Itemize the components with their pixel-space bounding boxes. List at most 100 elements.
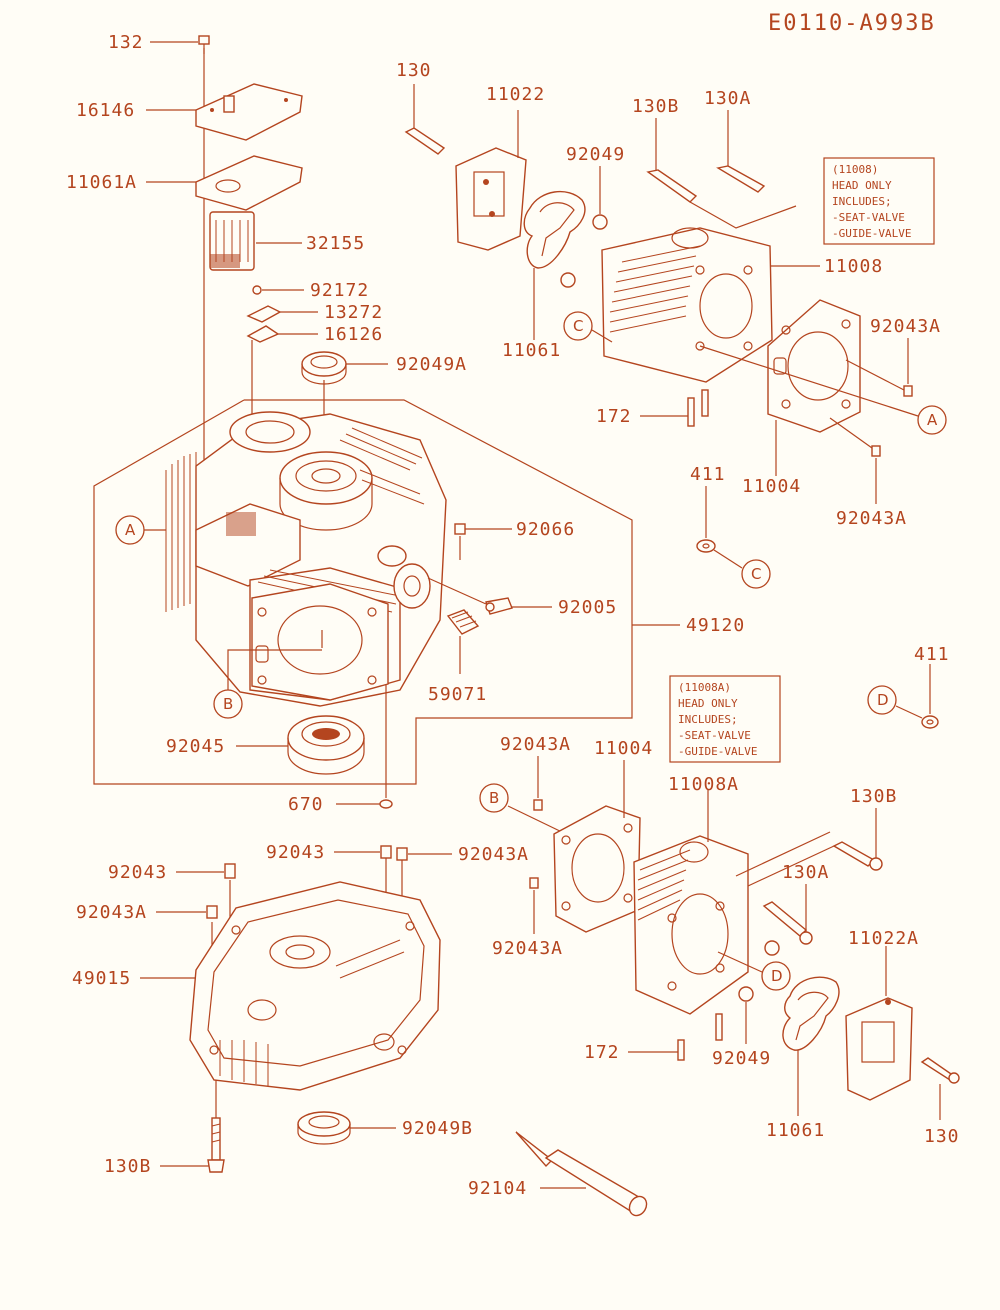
cylinder-head-11008A — [633, 790, 831, 1015]
svg-text:A: A — [927, 411, 938, 429]
label-92043A-mid2: 92043A — [458, 844, 529, 865]
cylinder-fins-top — [339, 427, 425, 505]
label-49120: 49120 — [686, 615, 745, 636]
cylinder-head-11008 — [601, 227, 820, 383]
label-92043A-r2: 92043A — [836, 508, 907, 529]
head-gasket-11004-mid — [553, 760, 641, 933]
cap-92049-top — [560, 166, 608, 288]
breather-plate-32155 — [209, 211, 255, 271]
callout-C-bottom: C — [713, 549, 771, 589]
callout-D-bot: D — [717, 951, 791, 991]
screw-92172 — [252, 285, 262, 295]
label-11008A: 11008A — [668, 774, 739, 795]
label-92043-mid: 92043 — [266, 842, 325, 863]
bolt-130B-left — [207, 1080, 225, 1173]
label-16146: 16146 — [76, 100, 135, 121]
label-411-top: 411 — [690, 464, 726, 485]
label-172-bot: 172 — [584, 1042, 620, 1063]
svg-text:-GUIDE-VALVE: -GUIDE-VALVE — [678, 745, 757, 758]
dowels-172-bot — [628, 1013, 723, 1061]
callout-A-right: A — [699, 345, 947, 435]
cylinder-fins-left — [165, 452, 197, 612]
callout-B-left: B — [213, 649, 322, 719]
washer-411-top — [696, 486, 716, 553]
gasket-11061A — [195, 155, 303, 211]
label-11061-bot: 11061 — [766, 1120, 825, 1141]
label-130-top: 130 — [396, 60, 432, 81]
head-fins-11008 — [609, 245, 701, 333]
head-fins-11008A — [637, 849, 691, 921]
label-92049-bot: 92049 — [712, 1048, 771, 1069]
label-59071: 59071 — [428, 684, 487, 705]
label-11061-top: 11061 — [502, 340, 561, 361]
callout-C-top: C — [563, 311, 613, 343]
dowels-92043-bot-left — [206, 845, 408, 919]
label-172-top: 172 — [596, 406, 632, 427]
dowel-92043A-mid — [529, 756, 543, 934]
label-130A-top: 130A — [704, 88, 751, 109]
rocker-cover-11022 — [455, 110, 527, 251]
gasket-11061-top — [523, 190, 586, 340]
label-16126: 16126 — [324, 324, 383, 345]
bolt-132 — [198, 35, 210, 54]
label-92045: 92045 — [166, 736, 225, 757]
note-box-11008: (11008) HEAD ONLY INCLUDES; -SEAT-VALVE … — [823, 157, 935, 245]
label-132: 132 — [108, 32, 144, 53]
label-11004-top: 11004 — [742, 476, 801, 497]
cover-ribs — [219, 939, 405, 1086]
crankcase-49120 — [165, 411, 447, 707]
label-92043A-left: 92043A — [76, 902, 147, 923]
label-130B-top: 130B — [632, 96, 679, 117]
svg-text:C: C — [573, 317, 583, 335]
gasket-11061-bot — [782, 976, 840, 1116]
label-11061A: 11061A — [66, 172, 137, 193]
svg-text:A: A — [125, 521, 136, 539]
bolt-130B-bot — [747, 808, 883, 887]
bolt-130-bot — [920, 1057, 960, 1120]
label-11022A: 11022A — [848, 928, 919, 949]
bolt-130A-bot — [762, 884, 813, 945]
svg-text:INCLUDES;: INCLUDES; — [832, 195, 892, 208]
bearing-92045 — [236, 715, 365, 775]
sealant-tube-92104 — [515, 1131, 648, 1217]
svg-text:B: B — [223, 695, 233, 713]
diagram-code: E0110-A993B — [768, 11, 936, 36]
label-11008: 11008 — [824, 256, 883, 277]
label-11022: 11022 — [486, 84, 545, 105]
washer-670 — [336, 684, 393, 809]
svg-text:B: B — [489, 789, 499, 807]
svg-text:INCLUDES;: INCLUDES; — [678, 713, 738, 726]
label-92066: 92066 — [516, 519, 575, 540]
svg-text:D: D — [771, 967, 783, 985]
note-box-11008A: (11008A) HEAD ONLY INCLUDES; -SEAT-VALVE… — [669, 675, 781, 763]
callout-D-right: D — [867, 685, 923, 719]
svg-text:(11008A): (11008A) — [678, 681, 731, 694]
label-130-bot: 130 — [924, 1126, 960, 1147]
oil-seal-92049A — [301, 351, 347, 385]
svg-text:HEAD ONLY: HEAD ONLY — [832, 179, 892, 192]
label-92043A-bot: 92043A — [492, 938, 563, 959]
svg-text:(11008): (11008) — [832, 163, 878, 176]
rocker-cover-11022A — [845, 946, 913, 1101]
label-92104: 92104 — [468, 1178, 527, 1199]
label-92005: 92005 — [558, 597, 617, 618]
crankcase-frame — [93, 399, 680, 785]
dowel-172-top — [640, 389, 709, 427]
label-32155: 32155 — [306, 233, 365, 254]
plug-92066 — [454, 523, 512, 560]
label-13272: 13272 — [324, 302, 383, 323]
callout-B-right: B — [479, 783, 567, 835]
svg-text:HEAD ONLY: HEAD ONLY — [678, 697, 738, 710]
seal-92049B — [297, 1111, 351, 1145]
fitting-92005 — [427, 577, 552, 615]
label-92043A-r1: 92043A — [870, 316, 941, 337]
washer-411-right — [921, 664, 939, 729]
label-411-right: 411 — [914, 644, 950, 665]
label-92043A-m: 92043A — [500, 734, 571, 755]
caps-92049-bot — [738, 940, 780, 1044]
dowels-92043A-top — [829, 338, 913, 504]
label-92049A: 92049A — [396, 354, 467, 375]
svg-text:-SEAT-VALVE: -SEAT-VALVE — [832, 211, 905, 224]
head-gasket-11004-top — [767, 299, 861, 476]
